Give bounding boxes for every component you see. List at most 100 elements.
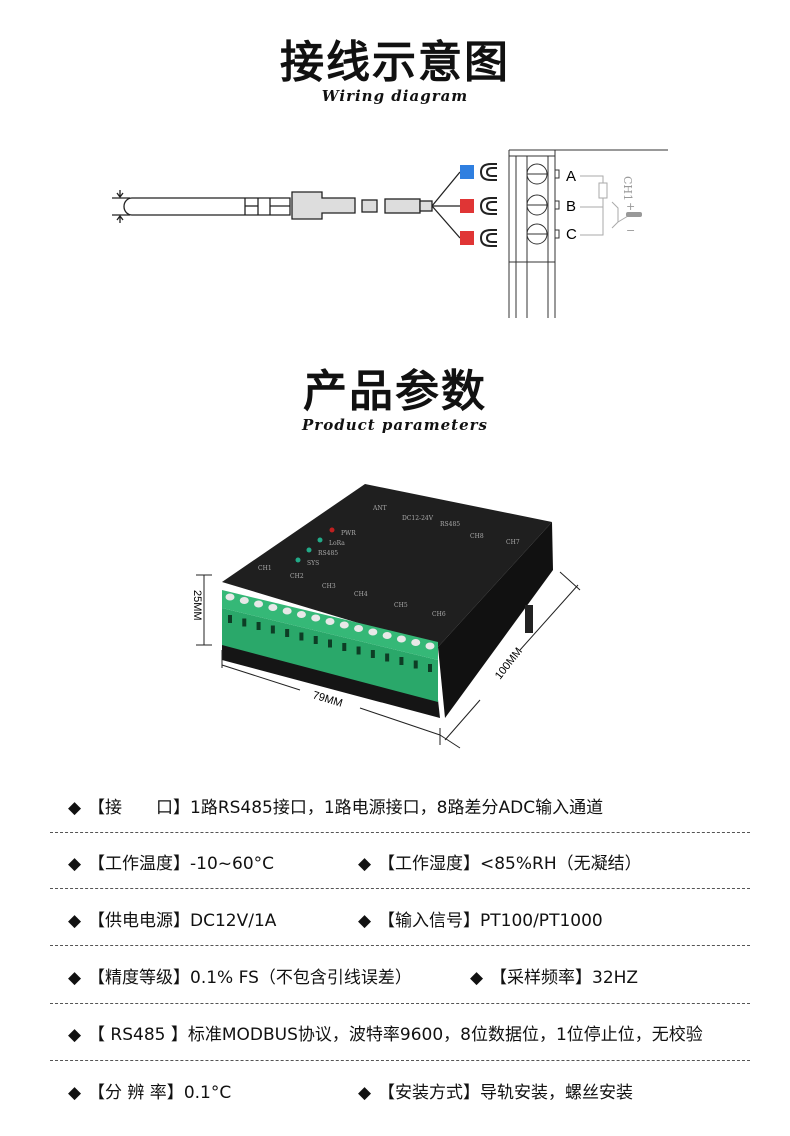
terminal-screws bbox=[225, 593, 435, 650]
dashed-divider bbox=[50, 945, 750, 946]
diamond-bullet-icon: ◆ bbox=[68, 1083, 82, 1103]
terminal-screw bbox=[268, 604, 278, 611]
spec-item: ◆ 【供电电源】DC12V/1A bbox=[68, 906, 276, 931]
terminal-a: A bbox=[566, 168, 576, 185]
diamond-bullet-icon: ◆ bbox=[358, 854, 372, 874]
wiring-subtitle: Wiring diagram bbox=[321, 87, 469, 105]
spec-item: ◆【接 口】1路RS485接口，1路电源接口，8路差分ADC输入通道 bbox=[68, 793, 603, 818]
terminal-hole bbox=[328, 639, 332, 648]
label-ch4: CH4 bbox=[354, 591, 368, 598]
terminal-hole bbox=[242, 618, 247, 627]
spec-item: ◆【精度等级】0.1% FS（不包含引线误差） bbox=[68, 963, 412, 988]
dim-depth: 100MM bbox=[493, 646, 525, 682]
led-lora bbox=[317, 537, 323, 543]
wiring-diagram: A B C CH1 + − bbox=[112, 149, 668, 318]
device-illustration: PWR LoRa RS485 SYS ANT DC12-24V RS485 CH… bbox=[191, 484, 581, 749]
terminal-screw bbox=[411, 639, 421, 646]
spec-item: ◆ 【分 辨 率】0.1°C bbox=[68, 1078, 231, 1103]
spec-value: 标准MODBUS协议，波特率9600，8位数据位，1位停止位，无校验 bbox=[187, 1025, 703, 1045]
diamond-bullet-icon: ◆ bbox=[68, 968, 82, 988]
spec-item: ◆ 【工作湿度】<85%RH（无凝结） bbox=[358, 849, 642, 874]
spec-label: 【输入信号】 bbox=[378, 911, 480, 931]
terminal-screw bbox=[396, 635, 406, 643]
terminal-holes bbox=[228, 615, 432, 672]
label-sys: SYS bbox=[307, 560, 319, 567]
terminal-hole bbox=[228, 615, 232, 623]
device-top-face bbox=[222, 484, 552, 647]
spec-item: ◆【 RS485 】标准MODBUS协议，波特率9600，8位数据位，1位停止位… bbox=[68, 1020, 703, 1045]
terminal-screw bbox=[225, 593, 235, 601]
terminal-hole bbox=[270, 625, 275, 634]
diamond-bullet-icon: ◆ bbox=[68, 854, 82, 874]
terminal-hole bbox=[385, 653, 390, 662]
blue-lug bbox=[460, 165, 474, 179]
terminal-screw bbox=[311, 614, 321, 622]
dashed-divider bbox=[50, 1060, 750, 1061]
device-front-base bbox=[222, 640, 440, 718]
terminal-screw bbox=[296, 611, 306, 618]
label-ch7: CH7 bbox=[506, 539, 520, 546]
terminal-hole bbox=[256, 622, 261, 630]
spec-value: 32HZ bbox=[592, 968, 639, 988]
diamond-bullet-icon: ◆ bbox=[358, 1083, 372, 1103]
dim-width: 79MM bbox=[311, 689, 344, 709]
red-lug bbox=[460, 231, 474, 245]
product-subtitle: Product parameters bbox=[302, 416, 488, 434]
spec-value: 导轨安装，螺丝安装 bbox=[480, 1083, 633, 1103]
led-sys bbox=[295, 557, 301, 563]
spec-item: ◆ 【安装方式】导轨安装，螺丝安装 bbox=[358, 1078, 633, 1103]
label-ch1: CH1 bbox=[258, 565, 272, 572]
terminal-screw bbox=[325, 618, 335, 625]
terminal-screw bbox=[282, 607, 292, 615]
terminal-screw bbox=[239, 597, 249, 604]
spec-value: <85%RH（无凝结） bbox=[480, 854, 642, 874]
spec-value: PT100/PT1000 bbox=[480, 911, 603, 931]
terminal-hole bbox=[356, 646, 361, 655]
dashed-divider bbox=[50, 888, 750, 889]
terminal-c: C bbox=[566, 226, 577, 243]
spec-label: 【采样频率】 bbox=[490, 968, 592, 988]
led-pwr bbox=[329, 527, 335, 533]
label-ant: ANT bbox=[372, 505, 387, 512]
red-lug bbox=[460, 199, 474, 213]
product-title: 产品参数 bbox=[303, 366, 487, 417]
terminal-screw bbox=[254, 600, 264, 608]
diamond-bullet-icon: ◆ bbox=[68, 798, 82, 818]
spec-label: 【安装方式】 bbox=[378, 1083, 480, 1103]
terminal-hole bbox=[285, 629, 290, 637]
spec-item: ◆【采样频率】32HZ bbox=[470, 963, 638, 988]
label-ch3: CH3 bbox=[322, 583, 336, 590]
spec-label: 【分 辨 率】 bbox=[88, 1083, 184, 1103]
spec-value: 0.1°C bbox=[183, 1083, 232, 1103]
label-ch8: CH8 bbox=[470, 533, 484, 540]
circuit-sketch bbox=[580, 175, 629, 236]
label-ch5: CH5 bbox=[394, 602, 408, 609]
dashed-divider bbox=[50, 1003, 750, 1004]
terminal-hole bbox=[399, 657, 404, 665]
minus-sign: − bbox=[626, 224, 635, 237]
diamond-bullet-icon: ◆ bbox=[68, 911, 82, 931]
terminal-front bbox=[222, 608, 438, 702]
terminal-screw bbox=[382, 632, 392, 639]
spec-label: 【供电电源】 bbox=[88, 911, 190, 931]
channel-label: CH1 bbox=[621, 176, 634, 201]
spec-value: -10~60°C bbox=[190, 854, 275, 874]
probe-sensor bbox=[112, 171, 461, 239]
label-lora: LoRa bbox=[329, 540, 345, 547]
spec-value: 0.1% FS（不包含引线误差） bbox=[190, 968, 412, 988]
dim-height: 25MM bbox=[191, 590, 203, 621]
label-ch2: CH2 bbox=[290, 573, 304, 580]
wiring-title: 接线示意图 bbox=[280, 37, 510, 88]
spec-item: ◆【工作温度】-10~60°C bbox=[68, 849, 274, 874]
terminal-screw bbox=[425, 642, 435, 650]
spec-value: DC12V/1A bbox=[190, 911, 277, 931]
terminal-screw bbox=[339, 621, 349, 629]
spec-label: 【接 口】 bbox=[88, 798, 190, 818]
dashed-divider bbox=[50, 832, 750, 833]
terminal-b: B bbox=[566, 198, 576, 215]
label-power: DC12-24V bbox=[402, 515, 434, 522]
terminal-screw bbox=[354, 625, 364, 632]
label-rs485: RS485 bbox=[440, 521, 460, 528]
diamond-bullet-icon: ◆ bbox=[358, 911, 372, 931]
spec-label: 【工作湿度】 bbox=[378, 854, 480, 874]
